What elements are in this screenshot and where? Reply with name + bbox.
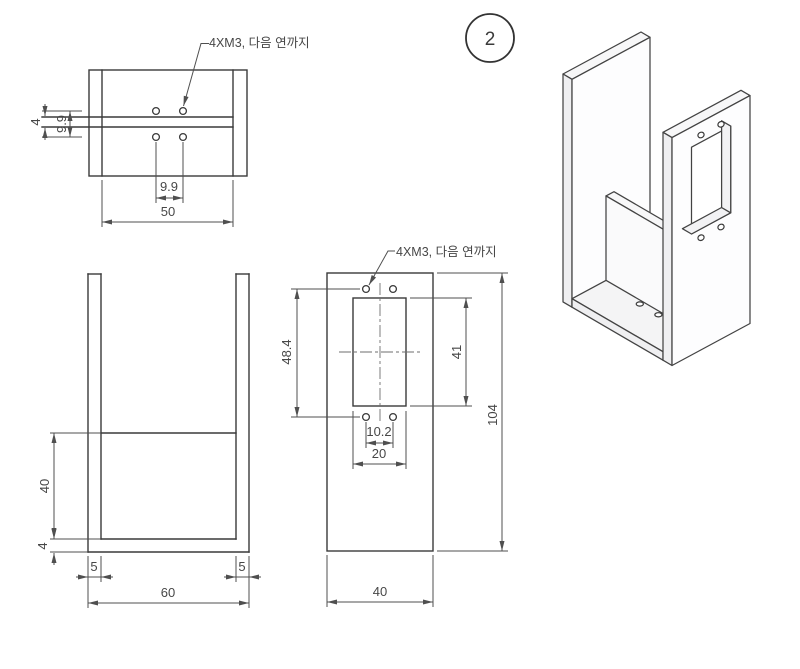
side-view-outline	[326, 272, 434, 552]
hole	[388, 284, 398, 294]
top-view-outline	[41, 69, 248, 177]
hole	[361, 284, 371, 294]
hole	[388, 412, 398, 422]
front-view-dimensions: 40 4 5 5 60	[35, 432, 261, 608]
dim-cutout-height: 41	[449, 345, 464, 359]
hole	[654, 312, 663, 318]
top-view-dimensions: 4 9.9 9.9 50	[28, 104, 234, 227]
hole	[151, 106, 161, 116]
hole	[697, 131, 705, 139]
dim-hole-col-spacing: 9.9	[160, 179, 178, 194]
hole	[361, 412, 371, 422]
side-view-hole-callout: 4XM3, 다음 연까지	[368, 245, 497, 286]
dim-cutout-width: 20	[372, 446, 386, 461]
isometric-view	[562, 31, 751, 367]
dim-hole-cols-span: 10.2	[366, 424, 391, 439]
dim-overall-height: 104	[485, 404, 500, 426]
front-view-outline	[87, 273, 250, 553]
hole	[178, 132, 188, 142]
dim-base-thickness: 4	[35, 542, 50, 549]
thread-note: 4XM3, 다음 연까지	[396, 245, 497, 259]
hole	[151, 132, 161, 142]
hole	[697, 234, 705, 242]
thread-note: 4XM3, 다음 연까지	[209, 36, 310, 50]
dim-hole-rows-span: 48.4	[279, 339, 294, 364]
top-view-holes	[151, 106, 188, 142]
hole	[635, 301, 645, 307]
top-view-hole-callout: 4XM3, 다음 연까지	[183, 36, 310, 107]
hole	[717, 223, 725, 231]
dim-right-wall: 5	[238, 559, 245, 574]
front-view: 40 4 5 5 60	[35, 273, 261, 608]
top-view: 4 9.9 9.9 50 4XM3, 다음 연까지	[28, 36, 310, 227]
hole	[178, 106, 188, 116]
item-balloon: 2	[465, 13, 515, 63]
side-view: 4XM3, 다음 연까지 48.4 41 104 10.2 20	[279, 245, 508, 607]
dim-slot-width: 4	[28, 118, 43, 125]
balloon-number: 2	[485, 29, 496, 50]
dim-inner-width: 50	[161, 204, 175, 219]
dim-partition-height: 40	[37, 479, 52, 493]
hole	[717, 120, 725, 128]
cutout-side-wall	[720, 120, 732, 214]
balloon-circle	[465, 13, 515, 63]
dim-side-overall-width: 40	[373, 584, 387, 599]
dim-left-wall: 5	[90, 559, 97, 574]
iso-right-plate	[662, 89, 751, 367]
side-view-holes	[361, 284, 398, 422]
dim-hole-row-spacing: 9.9	[54, 115, 69, 133]
side-view-dimensions: 48.4 41 104 10.2 20 40	[279, 272, 508, 607]
dim-overall-width: 60	[161, 585, 175, 600]
